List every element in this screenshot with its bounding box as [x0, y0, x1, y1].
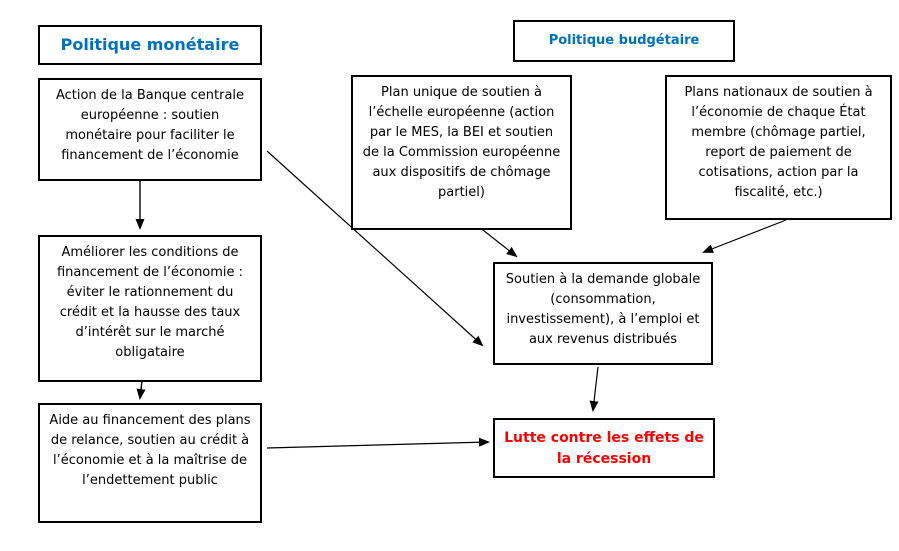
box-action-bce-text: Action de la Banque centrale européenne …: [55, 88, 245, 163]
title-politique-budgetaire: Politique budgétaire: [513, 20, 735, 62]
box-plan-unique: Plan unique de soutien à l’échelle europ…: [351, 75, 572, 230]
arrow-soutien-demande-to-lutte: [589, 366, 599, 412]
box-aide-financement: Aide au financement des plans de relance…: [38, 403, 262, 523]
title-politique-monetaire: Politique monétaire: [38, 25, 262, 65]
box-plans-nationaux-text: Plans nationaux de soutien à l’économie …: [684, 85, 873, 200]
box-plans-nationaux: Plans nationaux de soutien à l’économie …: [665, 75, 892, 220]
box-soutien-demande-text: Soutien à la demande globale (consommati…: [505, 272, 701, 347]
box-aide-financement-text: Aide au financement des plans de relance…: [49, 413, 251, 488]
box-ameliorer-conditions: Améliorer les conditions de financement …: [38, 235, 262, 382]
title-politique-budgetaire-label: Politique budgétaire: [548, 33, 700, 48]
box-lutte-recession-text: Lutte contre les effets de la récession: [504, 430, 704, 467]
arrow-plans-nationaux-to-soutien-demande: [702, 219, 787, 253]
box-soutien-demande: Soutien à la demande globale (consommati…: [493, 262, 713, 365]
box-lutte-recession: Lutte contre les effets de la récession: [493, 418, 715, 478]
box-ameliorer-conditions-text: Améliorer les conditions de financement …: [56, 245, 244, 360]
title-politique-monetaire-label: Politique monétaire: [60, 35, 240, 54]
arrow-aide-to-lutte: [266, 437, 490, 449]
box-plan-unique-text: Plan unique de soutien à l’échelle europ…: [362, 85, 561, 200]
box-action-bce: Action de la Banque centrale européenne …: [38, 78, 262, 181]
